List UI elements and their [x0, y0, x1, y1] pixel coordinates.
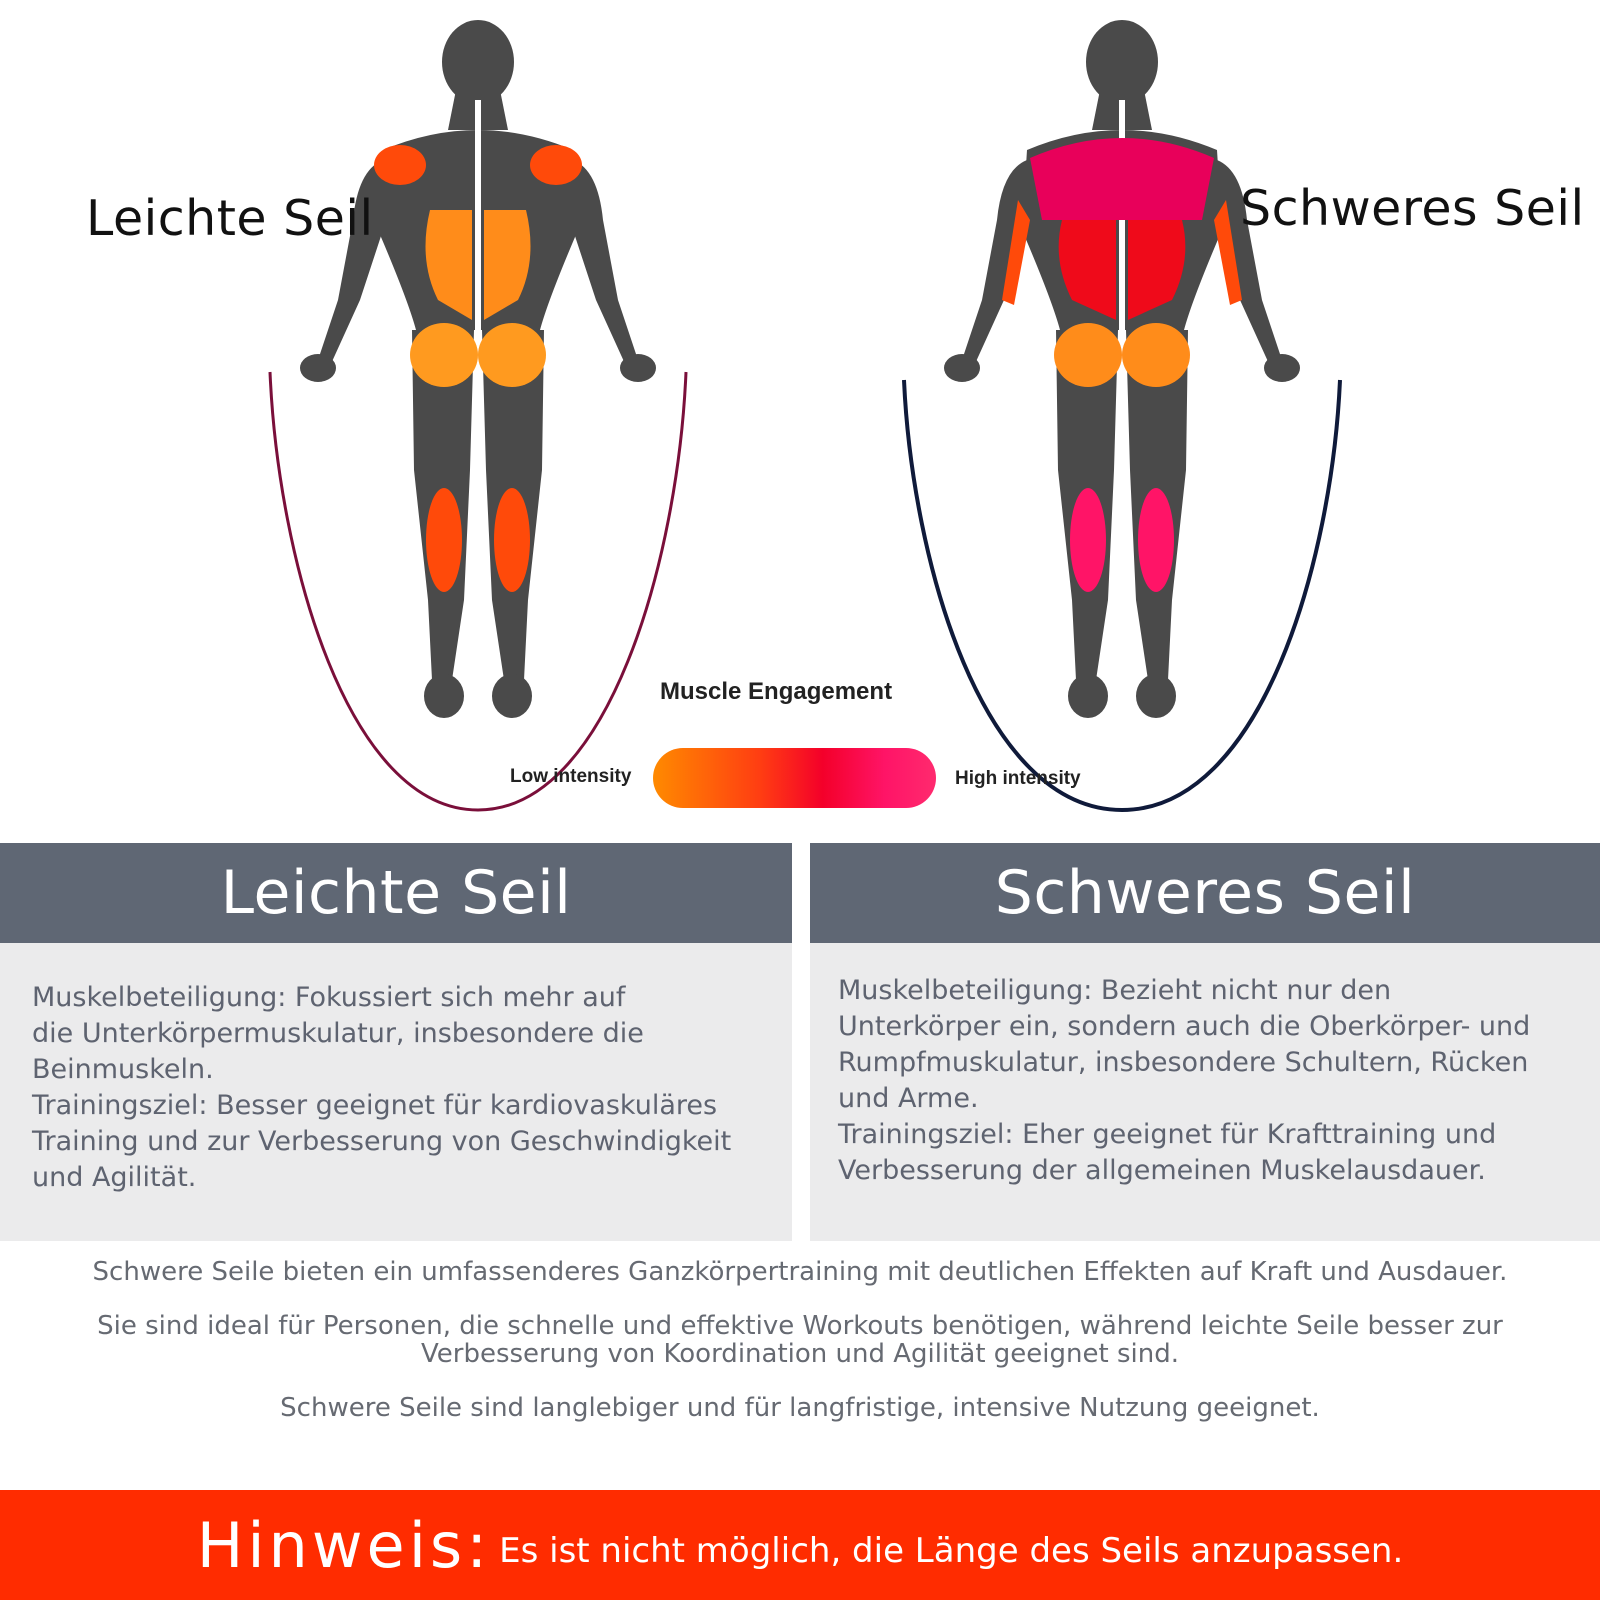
summary-paragraph-2-line-2: Verbesserung von Koordination und Agilit… [421, 1339, 1179, 1369]
figure-label-light: Leichte Seil [86, 190, 374, 247]
heavy-desc-line: Unterkörper ein, sondern auch die Oberkö… [838, 1011, 1531, 1042]
heavy-rope-description: Muskelbeteiligung: Bezieht nicht nur den… [810, 943, 1600, 1241]
heavy-desc-line: und Arme. [838, 1083, 979, 1114]
legend-title: Muscle Engagement [660, 678, 893, 705]
summary-paragraph-2-line-1: Sie sind ideal für Personen, die schnell… [97, 1311, 1503, 1341]
summary-paragraph-1: Schwere Seile bieten ein umfassenderes G… [92, 1257, 1508, 1287]
figure-label-heavy: Schweres Seil [1240, 180, 1585, 237]
muscle-figure-area: Leichte Seil Schweres Seil Muscle Engage… [86, 0, 1585, 813]
heavy-rope [902, 379, 1342, 813]
light-rope-description: Muskelbeteiligung: Fokussiert sich mehr … [0, 943, 792, 1241]
heavy-desc-line: Trainingsziel: Eher geeignet für Krafttr… [838, 1119, 1497, 1150]
light-rope-header: Leichte Seil [0, 843, 792, 943]
light-desc-line: Training und zur Verbesserung von Geschw… [32, 1126, 732, 1157]
heavy-desc-line: Rumpfmuskulatur, insbesondere Schultern,… [838, 1047, 1529, 1078]
heavy-desc-line: Verbesserung der allgemeinen Muskelausda… [838, 1155, 1486, 1186]
heavy-rope-figure [902, 20, 1342, 813]
note-text: Es ist nicht möglich, die Länge des Seil… [499, 1531, 1404, 1571]
light-rope-figure [268, 20, 688, 812]
light-desc-line: die Unterkörpermuskulatur, insbesondere … [32, 1018, 644, 1049]
summary-paragraph-2: Sie sind ideal für Personen, die schnell… [40, 1312, 1560, 1368]
light-rope [268, 371, 688, 812]
muscle-diagram [268, 0, 1342, 813]
legend-low-label: Low intensity [510, 766, 632, 787]
summary-paragraph-3: Schwere Seile sind langlebiger und für l… [280, 1393, 1320, 1423]
heavy-desc-line: Muskelbeteiligung: Bezieht nicht nur den [838, 975, 1392, 1006]
light-desc-line: und Agilität. [32, 1162, 197, 1193]
heavy-rope-header: Schweres Seil [810, 843, 1600, 943]
intensity-gradient-bar [653, 748, 936, 808]
note-banner: Hinweis: Es ist nicht möglich, die Länge… [0, 1490, 1600, 1600]
light-desc-line: Trainingsziel: Besser geeignet für kardi… [32, 1090, 718, 1121]
legend-high-label: High intensity [955, 768, 1081, 789]
note-label: Hinweis: [196, 1508, 492, 1582]
summary-text: Schwere Seile bieten ein umfassenderes G… [40, 1258, 1560, 1448]
light-desc-line: Beinmuskeln. [32, 1054, 214, 1085]
light-desc-line: Muskelbeteiligung: Fokussiert sich mehr … [32, 982, 626, 1013]
